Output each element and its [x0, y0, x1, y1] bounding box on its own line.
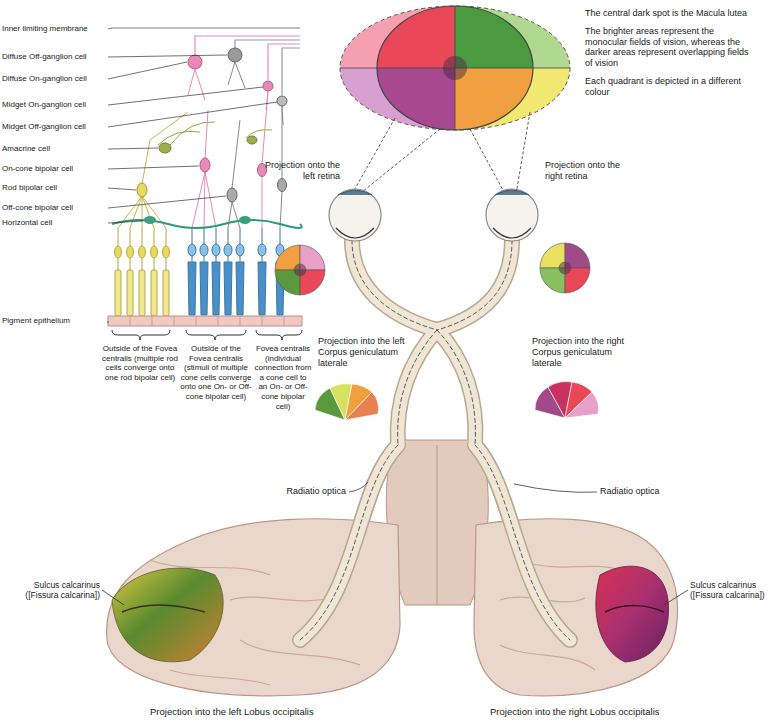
cell-label: Midget On-ganglion cell: [2, 100, 106, 110]
field-note: Each quadrant is depicted in a different…: [585, 76, 755, 98]
column-note: Outside of the Fovea centralis (stimuli …: [180, 344, 252, 402]
projection-label: Projection onto the left retina: [262, 160, 340, 182]
structure-label: Radiatio optica: [268, 486, 346, 497]
structure-label: Sulcus calcarinus ([Fissura calcarina]): [690, 580, 779, 600]
cell-label: Off-cone bipolar cell: [2, 203, 106, 213]
cell-label: Horizontal cell: [2, 218, 106, 228]
projection-label: Projection into the right Lobus occipita…: [490, 706, 730, 717]
layer-label: Pigment epithelium: [2, 316, 106, 326]
cell-label: Diffuse On-ganglion cell: [2, 74, 106, 84]
cell-label: On-cone bipolar cell: [2, 164, 106, 174]
projection-label: Projection onto the right retina: [545, 160, 627, 182]
field-note: The brighter areas represent the monocul…: [585, 26, 755, 69]
structure-label: Sulcus calcarinus ([Fissura calcarina]): [4, 580, 100, 600]
column-note: Fovea centralis (individual connection f…: [254, 344, 312, 411]
structure-label: Radiatio optica: [600, 486, 680, 497]
cell-label: Diffuse Off-ganglion cell: [2, 52, 106, 62]
cell-label: Amacrine cell: [2, 144, 106, 154]
projection-label: Projection into the left Lobus occipital…: [150, 706, 390, 717]
cell-label: Midget Off-ganglion cell: [2, 122, 106, 132]
column-note: Outside of the Fovea centralis (multiple…: [100, 344, 180, 382]
field-note: The central dark spot is the Macula lute…: [585, 8, 755, 19]
layer-label: Inner limiting membrane: [2, 24, 106, 34]
projection-label: Projection into the left Corpus genicula…: [318, 336, 413, 368]
cell-label: Rod bipolar cell: [2, 183, 106, 193]
projection-label: Projection into the right Corpus genicul…: [532, 336, 632, 368]
